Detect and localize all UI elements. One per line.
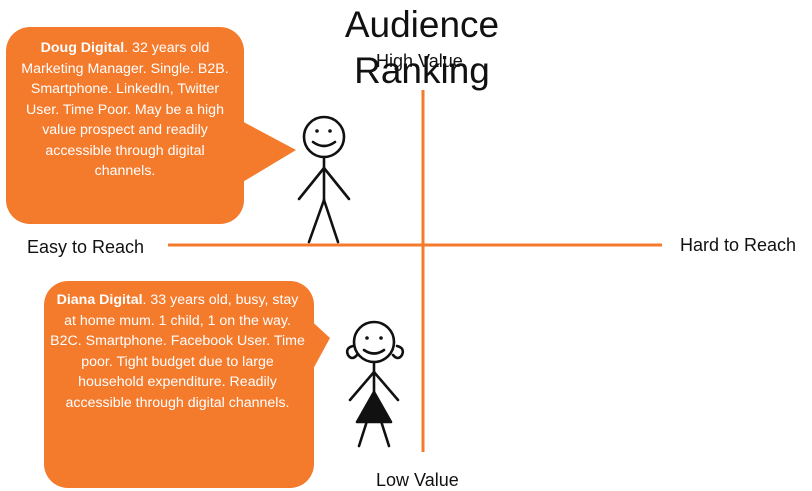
doug-speech-bubble [6,27,296,224]
diana-persona-description: . 33 years old, busy, stay at home mum. … [50,292,305,411]
doug-stick-figure [297,115,351,244]
doug-persona-name: Doug Digital [40,40,125,56]
low-value-label: Low Value [376,470,459,490]
easy-to-reach-label: Easy to Reach [27,237,145,257]
hard-to-reach-label: Hard to Reach [680,235,797,255]
diana-persona-text: Diana Digital. 33 years old, busy, stay … [50,290,305,413]
diana-stick-figure [345,320,405,448]
doug-persona-description: . 32 years old Marketing Manager. Single… [21,40,229,179]
diagram-title: Audience Ranking [344,4,500,91]
high-value-label: High Value [376,51,463,71]
diana-persona-name: Diana Digital [56,292,143,308]
diana-speech-bubble [44,281,330,488]
doug-persona-text: Doug Digital. 32 years old Marketing Man… [14,38,236,182]
